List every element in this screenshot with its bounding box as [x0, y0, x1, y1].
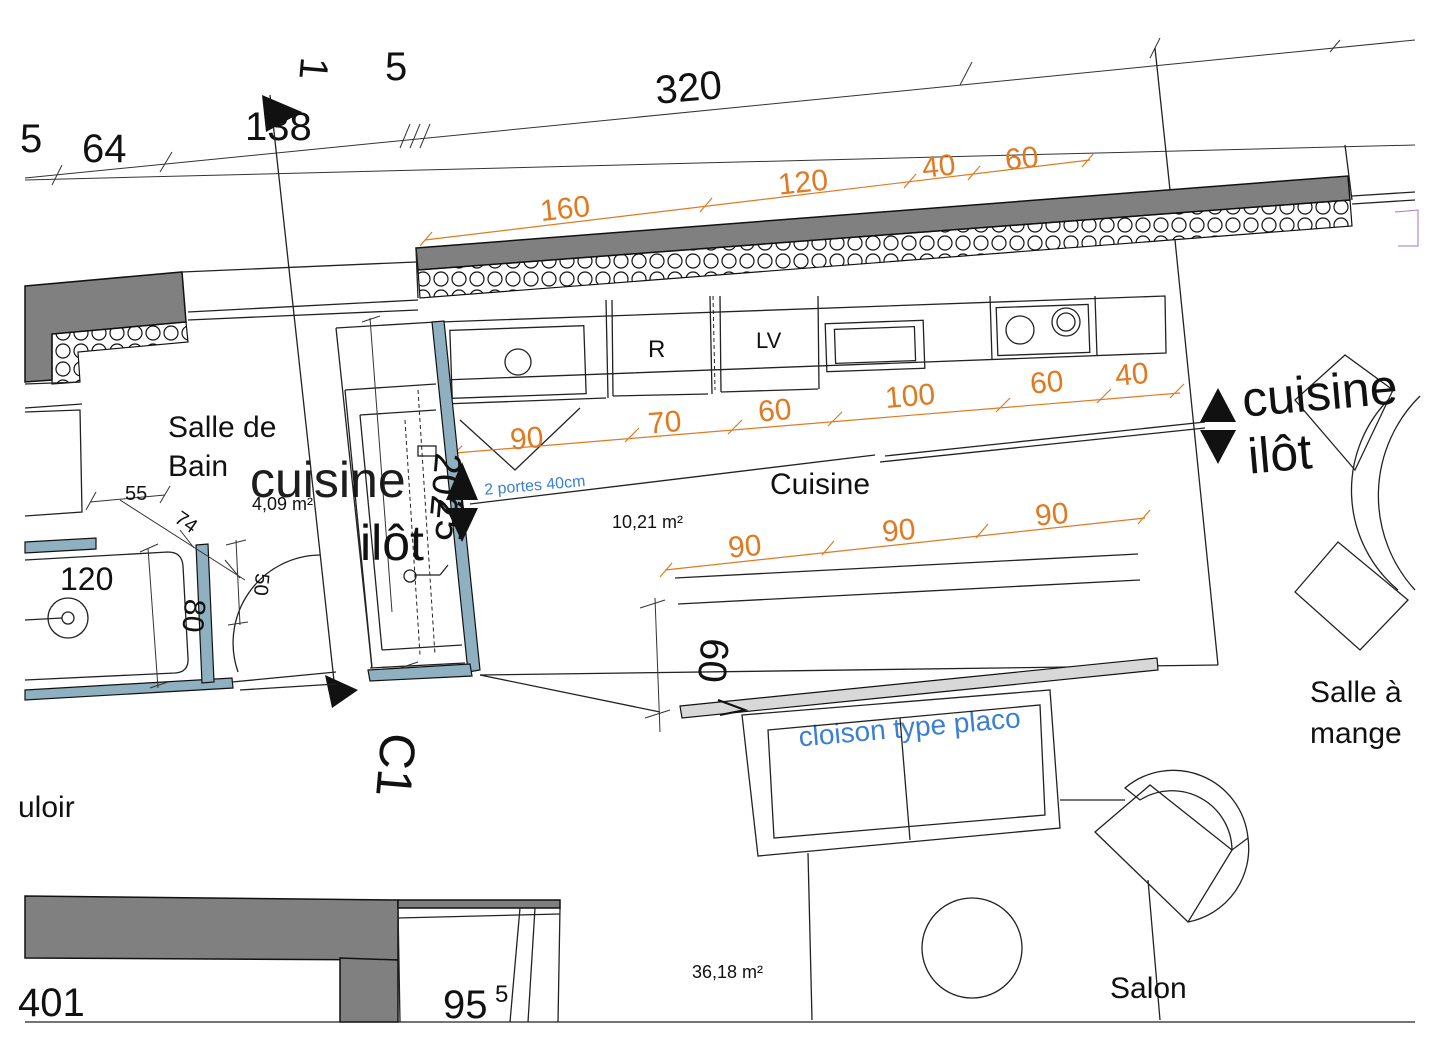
room-kitchen: Cuisine [770, 468, 870, 501]
view-right-cuisine: cuisine [1240, 358, 1400, 427]
bath-dim-74: 74 [170, 507, 201, 538]
kitchen-counter [439, 295, 1167, 405]
sink-drain [504, 348, 532, 376]
section-arrow-bottom [325, 675, 358, 708]
dim-401: 401 [18, 981, 85, 1025]
bathroom-area: 4,09 m² [252, 494, 313, 514]
wall-dim-120: 120 [776, 164, 829, 202]
bathtub-right-wall [195, 543, 215, 684]
sink [449, 325, 587, 399]
bathtub [24, 551, 189, 681]
bottom-wall-pillar [339, 957, 399, 1023]
view-left-ilot: ilôt [360, 515, 424, 571]
wall-insulation [417, 199, 1353, 299]
living-area: 36,18 m² [692, 962, 763, 982]
bath-dim-80: 80 [175, 598, 211, 634]
view-right-ilot: ilôt [1246, 423, 1315, 484]
bath-dim-120: 120 [60, 561, 113, 597]
dishwasher-label: LV [756, 328, 782, 353]
bathtub-drain [47, 597, 89, 639]
view-arrow-up-right [1200, 388, 1236, 422]
wall-dimension-chain [419, 152, 1095, 247]
counter-dim-90: 90 [509, 421, 545, 457]
fridge-label: R [648, 336, 665, 363]
view-left-cuisine: cuisine [250, 452, 406, 508]
bathroom-dimension-lines [85, 315, 419, 689]
section-axis-line [269, 94, 336, 691]
room-bathroom-line2: Bain [168, 450, 228, 483]
shower-bottom-partition [367, 663, 473, 682]
bath-dim-50: 50 [249, 572, 273, 596]
bathroom-wall-insulation [51, 321, 189, 385]
burner-right [1051, 307, 1081, 337]
shower-fixture [403, 445, 449, 583]
section-label-c1: C1 [365, 731, 426, 800]
dim-95: 95 [443, 983, 488, 1027]
bottom-left-wall [24, 895, 399, 961]
armchair [1094, 769, 1250, 924]
section-arrow-top [262, 95, 302, 132]
depth-dim-60: 60 [689, 636, 737, 684]
room-bathroom-line1: Salle de [168, 411, 276, 444]
dim-1: 1 [290, 56, 336, 82]
room-dining-line1: Salle à [1310, 676, 1402, 709]
oven [824, 319, 926, 373]
burner-left [1005, 315, 1035, 345]
counter-dim-40: 40 [1114, 357, 1150, 393]
dim-95-sup: 5 [495, 981, 508, 1008]
bathroom-door-swing [232, 554, 321, 673]
island-front-line [677, 579, 1141, 605]
counter-dim-70: 70 [647, 405, 683, 441]
cooktop [995, 303, 1091, 357]
counter-dim-60b: 60 [1029, 365, 1065, 401]
placo-partition [679, 657, 1159, 719]
bath-dim-55: 55 [125, 483, 147, 505]
kitchen-area: 10,21 m² [612, 512, 683, 532]
island-back-line [674, 553, 1139, 579]
round-table [921, 897, 1023, 999]
dim-5-left: 5 [20, 117, 42, 161]
counter-dimension-chain [447, 383, 1185, 461]
dim-5: 5 [385, 45, 407, 89]
bathtub-top-wall [24, 537, 97, 554]
view-arrow-down-left [446, 508, 478, 542]
top-dimension-lines [24, 37, 1416, 201]
dining-furniture [1294, 354, 1421, 651]
island-dim-90c: 90 [1034, 497, 1070, 533]
bathroom-bottom-wall [24, 677, 234, 701]
wall-dim-160: 160 [538, 190, 591, 228]
room-corridor: uloir [18, 791, 75, 824]
kitchen-right-wall [1174, 239, 1219, 666]
wall-dim-40: 40 [920, 148, 957, 184]
bottom-wall-strip [397, 899, 561, 909]
sofa [741, 689, 1061, 857]
view-arrow-up-left [446, 462, 478, 500]
counter-dim-60: 60 [757, 393, 793, 429]
dim-64: 64 [82, 127, 127, 171]
view-arrow-down-right [1200, 430, 1236, 464]
wall-dim-60: 60 [1003, 141, 1040, 177]
island-dimension-chain [659, 509, 1151, 578]
room-living: Salon [1110, 972, 1187, 1005]
doors-note: 2 portes 40cm [484, 473, 586, 499]
counter-dim-100: 100 [884, 378, 937, 415]
island-dim-90b: 90 [881, 513, 917, 549]
room-dining-line2: mange [1310, 717, 1402, 750]
dim-320: 320 [653, 63, 723, 113]
island-dim-90a: 90 [727, 529, 763, 565]
